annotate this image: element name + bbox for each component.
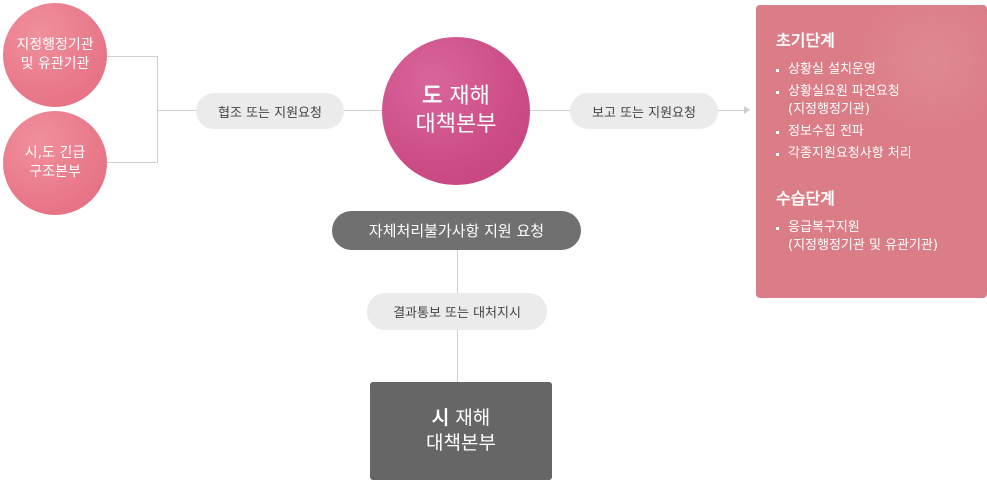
request-support-pill: 자체처리불가사항 지원 요청	[332, 211, 581, 250]
panel-decoration	[857, 5, 987, 135]
edge-label-cooperation: 협조 또는 지원요청	[196, 93, 344, 129]
node-province-line1: 도 재해	[422, 83, 490, 111]
node-city-emergency-rescue: 시,도 긴급 구조본부	[3, 111, 107, 215]
stage-recovery-item-sub: (지정행정기관 및 유관기관)	[788, 238, 938, 253]
edge-label-report-text: 보고 또는 지원요청	[592, 105, 696, 121]
connector-bracket-top	[107, 56, 157, 57]
stage-recovery-item: 응급복구지원	[776, 217, 987, 239]
edge-label-report: 보고 또는 지원요청	[570, 93, 718, 129]
node-city-line2: 대책본부	[426, 432, 496, 454]
node-designated-agencies-line2: 및 유관기관	[20, 56, 90, 72]
node-province-line2: 대책본부	[415, 112, 497, 137]
node-city-emergency-rescue-line1: 시,도 긴급	[24, 145, 86, 161]
node-province-line1-rest: 재해	[442, 84, 490, 109]
connector-bracket-vertical	[157, 56, 158, 163]
edge-label-cooperation-text: 협조 또는 지원요청	[218, 105, 322, 121]
node-city-line1-rest: 재해	[449, 407, 491, 429]
request-support-text: 자체처리불가사항 지원 요청	[368, 222, 545, 240]
stage-initial-list: 상황실 설치운영 상황실요원 파견요청 (지정행정기관) 정보수집 전파 각종지…	[776, 59, 987, 165]
stage-recovery-list: 응급복구지원 (지정행정기관 및 유관기관)	[776, 217, 987, 255]
edge-label-result: 결과통보 또는 대처지시	[367, 293, 547, 330]
node-province-prefix: 도	[422, 84, 443, 109]
node-designated-agencies: 지정행정기관 및 유관기관	[3, 3, 107, 107]
node-city-emergency-rescue-line2: 구조본부	[29, 164, 81, 180]
stage-initial-item: 정보수집 전파	[776, 121, 987, 143]
stages-panel: 초기단계 상황실 설치운영 상황실요원 파견요청 (지정행정기관) 정보수집 전…	[756, 5, 987, 298]
node-city-line1: 시 재해	[432, 406, 490, 431]
stage-initial-item: 각종지원요청사항 처리	[776, 143, 987, 165]
edge-label-result-text: 결과통보 또는 대처지시	[393, 306, 521, 321]
node-province-disaster-hq: 도 재해 대책본부	[382, 37, 530, 185]
stage-initial-item: 상황실요원 파견요청	[776, 81, 987, 103]
stage-initial-item-sub: (지정행정기관)	[788, 102, 870, 117]
connector-bracket-bottom	[107, 162, 157, 163]
node-city-disaster-hq: 시 재해 대책본부	[370, 382, 552, 480]
stage-initial-item: 상황실 설치운영	[776, 59, 987, 81]
node-designated-agencies-line1: 지정행정기관	[16, 37, 94, 53]
node-city-prefix: 시	[431, 407, 450, 429]
stage-initial-title: 초기단계	[776, 31, 835, 50]
arrow-right-icon	[744, 106, 750, 114]
stage-recovery-title: 수습단계	[776, 189, 835, 208]
